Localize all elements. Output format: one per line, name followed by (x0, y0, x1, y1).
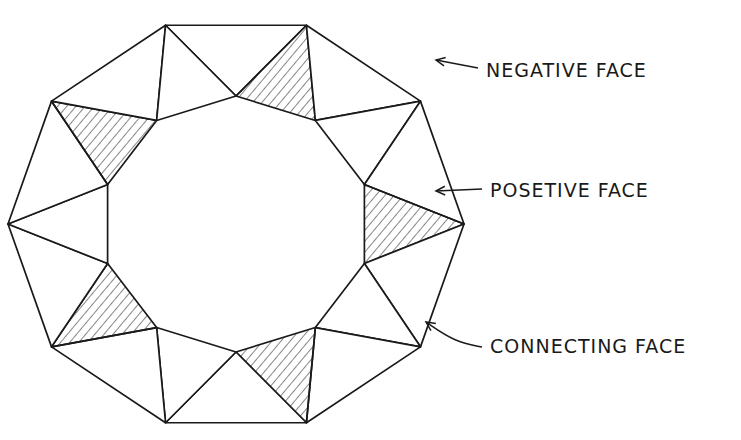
arrow-head (436, 186, 445, 195)
callout-label: CONNECTING FACE (490, 335, 686, 358)
arrow-head (426, 322, 436, 331)
callout-label: NEGATIVE FACE (486, 59, 647, 82)
leader-arrow (426, 322, 482, 347)
arrow-head (436, 57, 446, 66)
inner-face (157, 25, 236, 120)
callout-label: POSETIVE FACE (490, 179, 649, 202)
leader-arrow (436, 189, 482, 191)
outer-face (306, 328, 420, 423)
inner-face (157, 328, 236, 423)
connecting-face (236, 25, 315, 120)
outer-face (52, 25, 166, 120)
